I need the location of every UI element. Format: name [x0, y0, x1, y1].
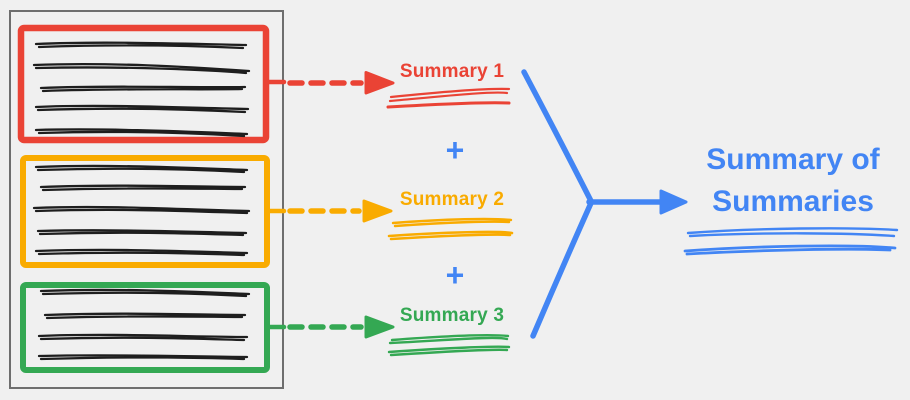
result-scribble	[683, 227, 899, 256]
merge-arrow-top-branch	[521, 69, 594, 204]
merge-arrow-bottom-branch	[530, 200, 594, 339]
map-arrow-2-head	[362, 199, 393, 223]
merge-arrow	[521, 69, 688, 339]
summary-2-scribble	[387, 217, 514, 241]
doc-text-line	[37, 354, 249, 361]
map-arrow-1-head	[364, 71, 395, 95]
document-section-1-text-scribbles	[32, 41, 251, 138]
document-section-1	[17, 24, 270, 144]
map-arrow-2	[265, 199, 393, 223]
document-section-2	[20, 155, 270, 268]
document-section-2-text-scribbles	[32, 164, 251, 257]
scribble-line	[386, 101, 511, 109]
doc-text-line	[32, 62, 251, 75]
merge-arrow-head	[659, 189, 688, 215]
summary-3-label: Summary 3	[399, 305, 505, 326]
doc-text-line	[39, 288, 251, 298]
map-arrow-1	[265, 71, 395, 95]
doc-text-line	[34, 104, 250, 114]
doc-text-line	[34, 164, 249, 174]
scribble-line	[387, 345, 511, 357]
scribble-line	[391, 217, 513, 228]
scribble-line	[388, 87, 511, 103]
doc-text-line	[34, 41, 248, 50]
doc-text-line	[37, 333, 249, 342]
doc-text-line	[39, 85, 247, 93]
summary-1-label: Summary 1	[399, 61, 505, 82]
document-section-1-box	[17, 24, 270, 144]
scribble-line	[686, 227, 899, 238]
document-section-3	[20, 282, 270, 373]
summary-3-scribble	[387, 334, 511, 357]
scribble-line	[388, 334, 510, 345]
plus-sign-1: +	[445, 132, 465, 168]
document-section-3-text-scribbles	[37, 288, 251, 361]
doc-text-line	[43, 312, 247, 320]
doc-text-line	[39, 184, 247, 192]
scribble-line	[387, 230, 514, 241]
document-outline	[9, 10, 284, 389]
summary-1-scribble	[386, 87, 511, 109]
result-label: Summary of Summaries	[706, 143, 880, 218]
summary-2-label: Summary 2	[399, 189, 505, 210]
map-arrow-3	[265, 315, 395, 339]
doc-text-line	[36, 229, 248, 237]
doc-text-line	[34, 128, 249, 138]
doc-text-line	[32, 205, 251, 215]
doc-text-line	[34, 248, 249, 257]
scribble-line	[683, 244, 897, 256]
map-arrow-3-head	[364, 315, 395, 339]
plus-sign-2: +	[445, 257, 465, 293]
